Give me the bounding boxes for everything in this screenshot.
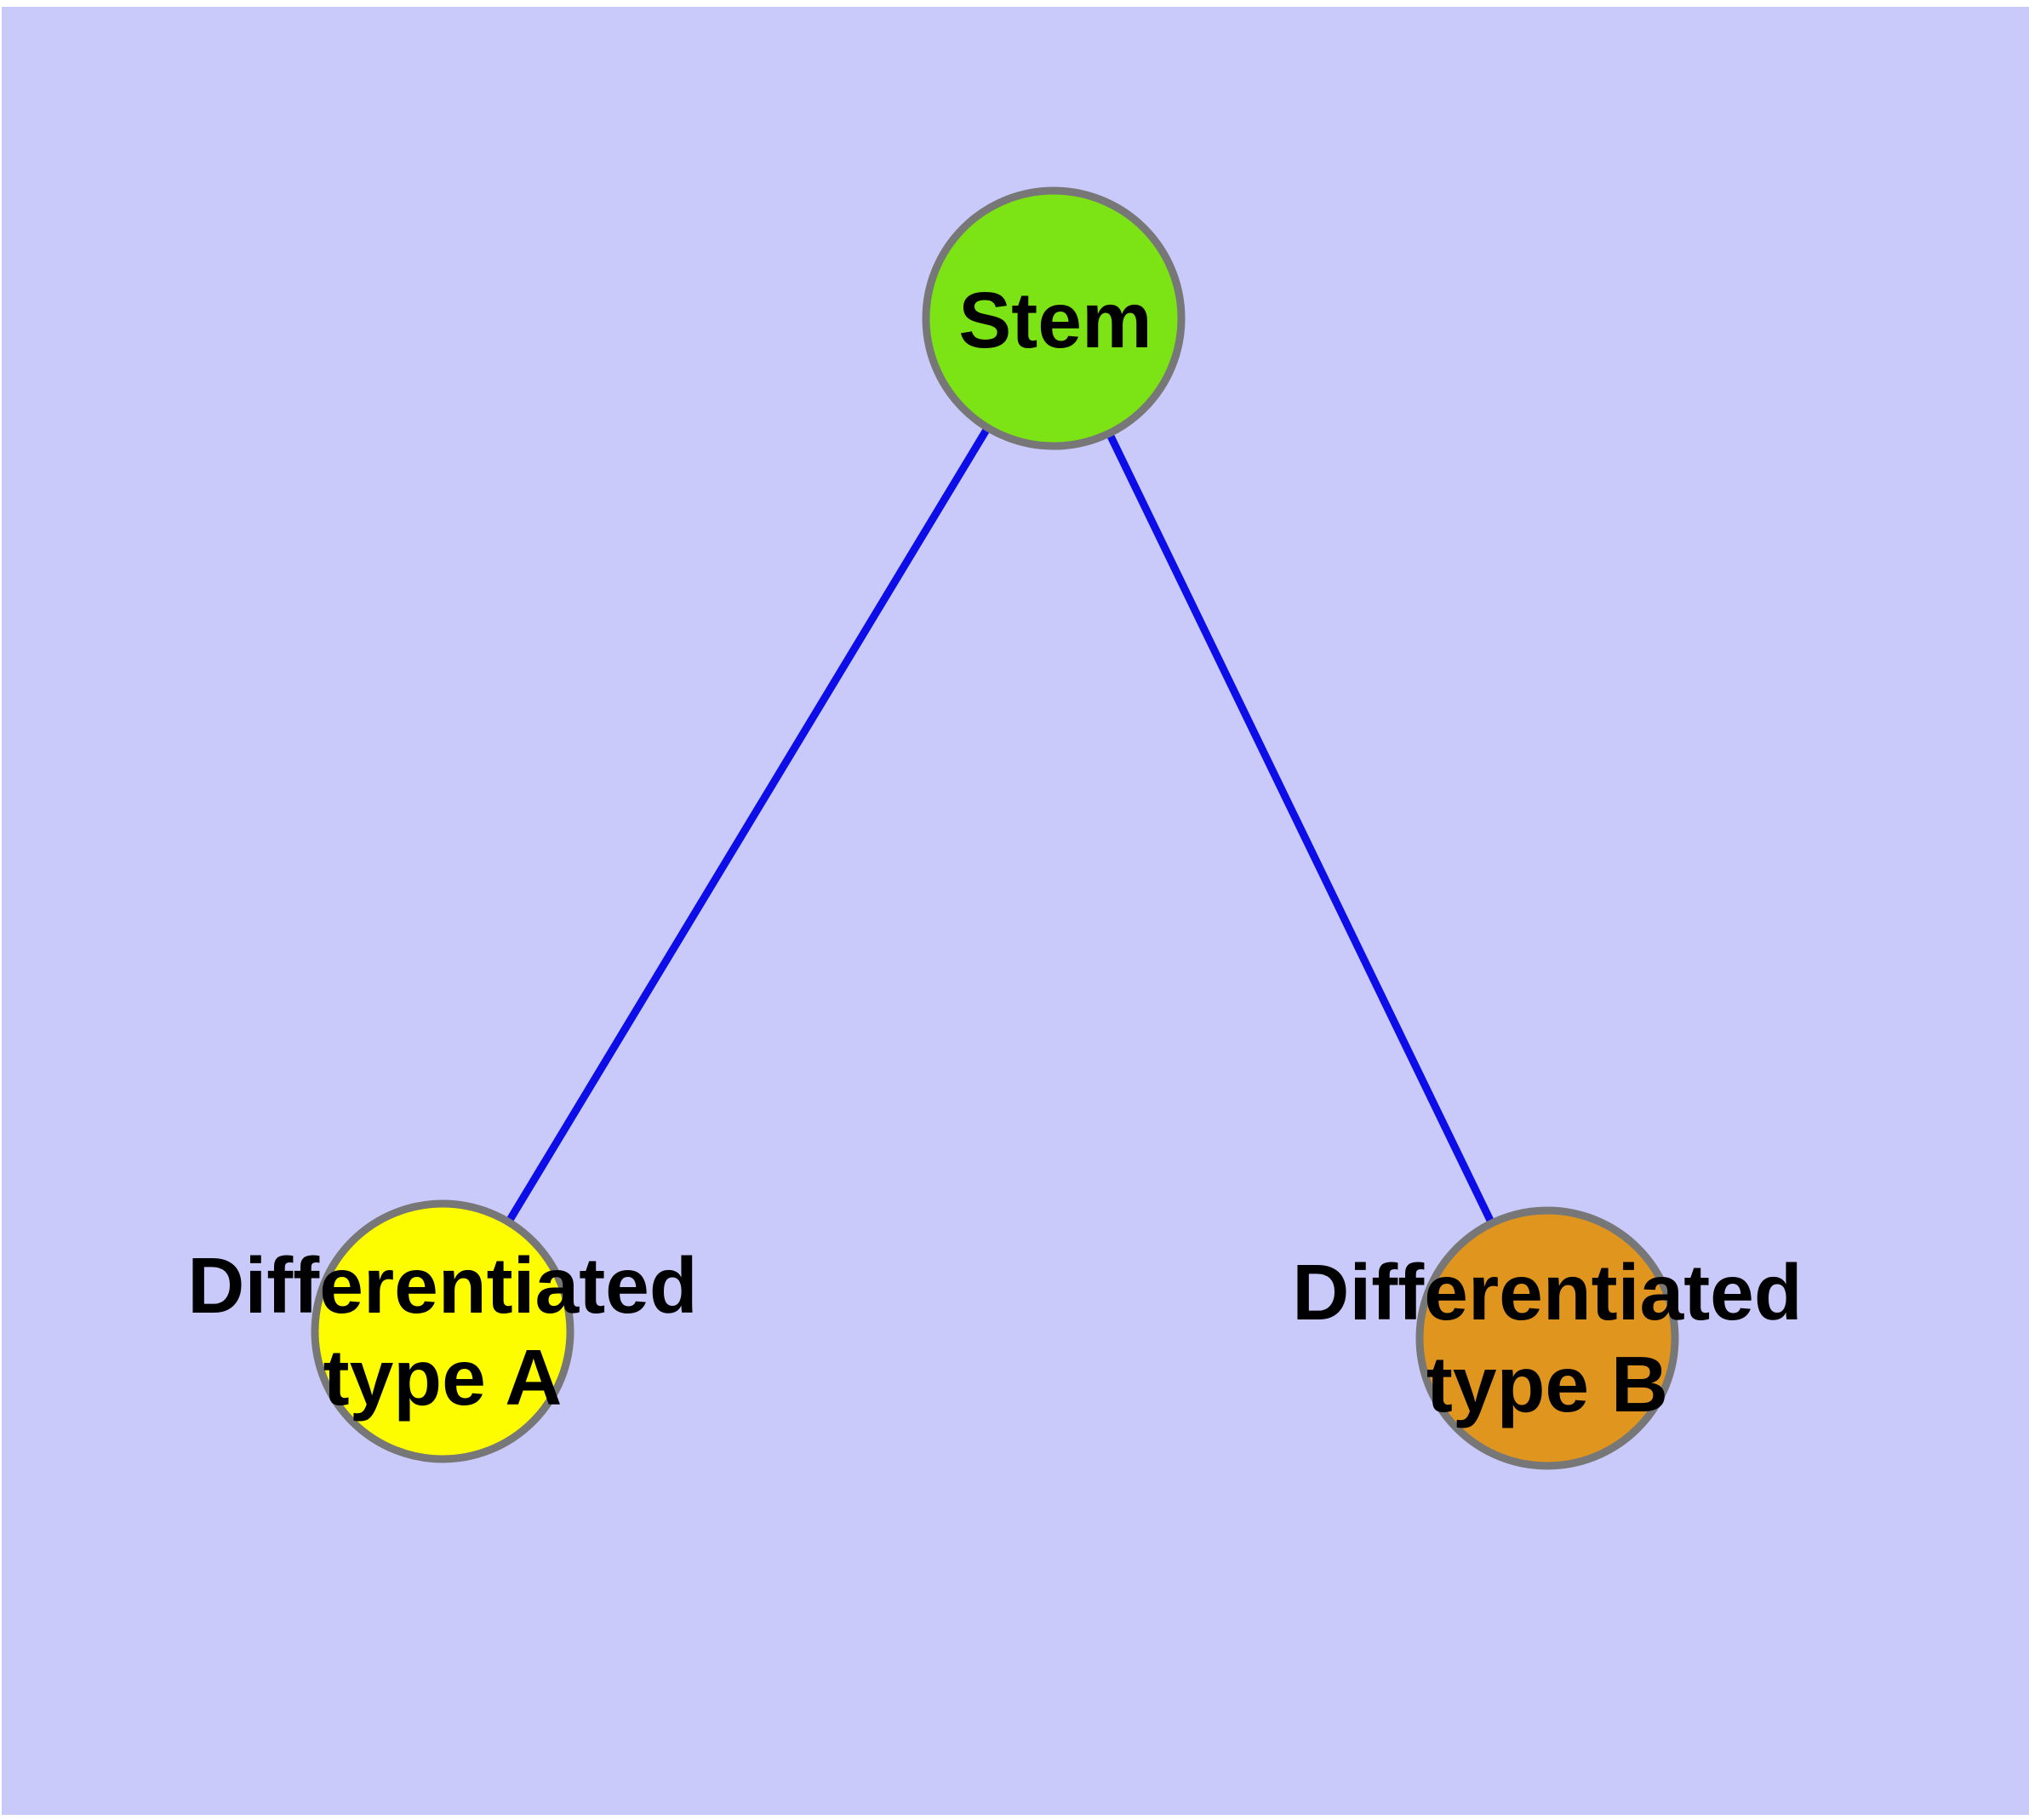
node-differentiated-type-b-label-line2: type B	[1426, 1340, 1668, 1428]
node-stem-label: Stem	[958, 276, 1152, 364]
edge-stem-to-differentiated-type-a	[439, 316, 1057, 1334]
node-differentiated-type-a-label-line1: Differentiated	[187, 1241, 697, 1330]
node-differentiated-type-a	[311, 1199, 574, 1463]
node-differentiated-type-b	[1415, 1206, 1679, 1470]
node-stem	[922, 186, 1186, 450]
edge-stem-to-differentiated-type-b	[1049, 317, 1552, 1340]
node-differentiated-type-b-label-line1: Differentiated	[1292, 1248, 1802, 1336]
node-differentiated-type-a-label-line2: type A	[323, 1333, 563, 1422]
